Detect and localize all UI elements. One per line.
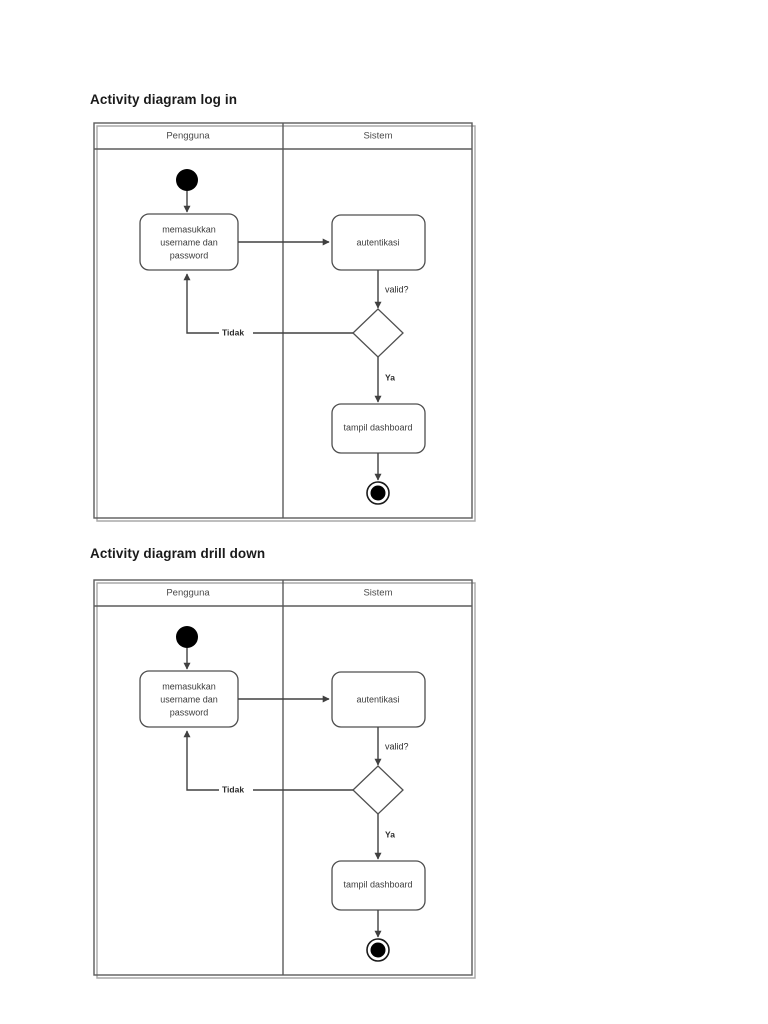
- activity-node-input-line2: username dan: [160, 237, 218, 247]
- activity-node-input-line1: memasukkan: [162, 224, 216, 234]
- activity-node-auth-label: autentikasi: [356, 237, 399, 247]
- swimlane-frame: [93, 122, 476, 522]
- swimlane-frame: [93, 579, 476, 979]
- activity-node-auth-label: autentikasi: [356, 694, 399, 704]
- activity-diagram-drilldown: Pengguna Sistem memasukkan username dan …: [93, 579, 478, 979]
- flow-decision-to-input: [183, 730, 353, 791]
- edge-label-ya: Ya: [385, 829, 395, 839]
- activity-node-dashboard-label: tampil dashboard: [343, 879, 412, 889]
- edge-label-valid: valid?: [385, 741, 409, 751]
- initial-node: [176, 626, 198, 648]
- activity-node-input-line3: password: [170, 250, 209, 260]
- activity-diagram-login: Pengguna Sistem memasukkan username dan …: [93, 122, 478, 522]
- activity-node-input-line3: password: [170, 707, 209, 717]
- activity-node-dashboard-label: tampil dashboard: [343, 422, 412, 432]
- initial-node: [176, 169, 198, 191]
- decision-node: [352, 765, 404, 815]
- diagram-title-drilldown: Activity diagram drill down: [90, 546, 266, 561]
- decision-node: [352, 308, 404, 358]
- final-node: [366, 938, 390, 962]
- edge-label-valid: valid?: [385, 284, 409, 294]
- flow-decision-to-input: [183, 273, 353, 334]
- edge-label-tidak: Tidak: [222, 784, 244, 794]
- activity-node-input-line1: memasukkan: [162, 681, 216, 691]
- final-node: [366, 481, 390, 505]
- diagram-title-login: Activity diagram log in: [90, 92, 238, 107]
- edge-label-tidak: Tidak: [222, 327, 244, 337]
- activity-node-input-line2: username dan: [160, 694, 218, 704]
- lane-header-pengguna: Pengguna: [166, 588, 210, 599]
- lane-header-pengguna: Pengguna: [166, 131, 210, 142]
- lane-header-sistem: Sistem: [363, 131, 392, 142]
- lane-header-sistem: Sistem: [363, 588, 392, 599]
- edge-label-ya: Ya: [385, 372, 395, 382]
